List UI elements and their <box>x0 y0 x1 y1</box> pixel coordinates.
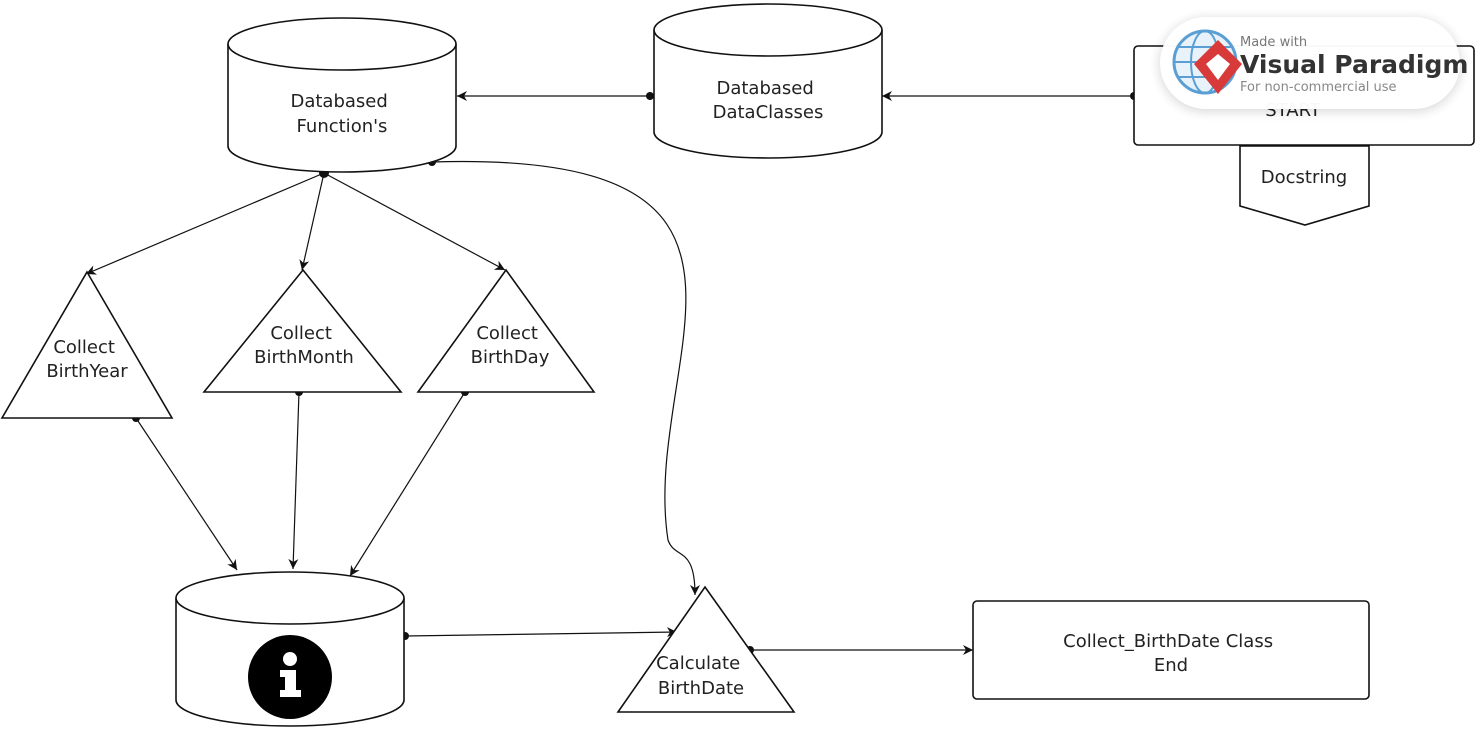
watermark-brand: Visual Paradigm <box>1240 50 1468 79</box>
info-icon <box>248 635 332 719</box>
edge-functions-to-month <box>299 172 325 271</box>
end-label-line2: End <box>1154 655 1188 676</box>
calculate-label-line1: Calculate <box>656 653 740 674</box>
edge-year-to-info <box>135 417 238 571</box>
collect-month-label-line2: BirthMonth <box>254 347 354 368</box>
edge-info-to-calculate <box>404 627 678 638</box>
calculate-birthdate-node[interactable]: Calculate BirthDate <box>616 585 796 713</box>
calculate-label-line2: BirthDate <box>658 678 744 699</box>
end-label-line1: Collect_BirthDate Class <box>1063 631 1273 652</box>
functions-db-label-line2: Function's <box>297 116 388 137</box>
info-database-node[interactable] <box>175 571 405 727</box>
svg-text:Databased Function's: Databased Function's <box>290 91 393 137</box>
docstring-node[interactable]: Docstring <box>1239 145 1370 226</box>
dataclasses-db-label-line2: DataClasses <box>713 102 824 123</box>
end-node[interactable]: Collect_BirthDate Class End <box>972 600 1370 700</box>
edge-functions-to-year <box>85 172 325 275</box>
svg-text:Databased DataClasses: Databased DataClasses <box>713 78 824 123</box>
edge-day-to-info <box>349 391 466 577</box>
docstring-label: Docstring <box>1261 167 1347 188</box>
collect-year-label-line1: Collect <box>53 337 115 358</box>
svg-text:Collect BirthMonth: Collect BirthMonth <box>254 323 354 368</box>
edge-functions-to-day <box>323 172 506 271</box>
functions-database-node[interactable]: Databased Function's <box>227 17 457 173</box>
collect-birthyear-node[interactable]: Collect BirthYear <box>0 270 174 419</box>
collect-day-label-line1: Collect <box>476 323 538 344</box>
edge-functions-to-calculate <box>431 160 700 596</box>
svg-text:Collect_BirthDate Class: Collect_BirthDate Class End <box>1063 631 1279 676</box>
svg-text:Calculate BirthDate: Calculate BirthDate <box>656 653 746 699</box>
dataclasses-database-node[interactable]: Databased DataClasses <box>653 3 883 159</box>
svg-text:Collect BirthDay: Collect BirthDay <box>471 323 550 368</box>
svg-text:Collect BirthYear: Collect BirthYear <box>46 337 128 382</box>
functions-db-label-line1: Databased <box>290 91 387 112</box>
edge-month-to-info <box>288 391 300 570</box>
dataclasses-db-label-line1: Databased <box>716 78 813 99</box>
watermark-note: For non-commercial use <box>1240 80 1397 95</box>
visual-paradigm-watermark: Made with Visual Paradigm For non-commer… <box>1160 17 1468 109</box>
collect-birthmonth-node[interactable]: Collect BirthMonth <box>202 268 403 393</box>
visual-paradigm-logo-icon <box>1172 29 1242 95</box>
collect-year-label-line2: BirthYear <box>46 361 128 382</box>
watermark-made-with: Made with <box>1240 35 1307 50</box>
collect-month-label-line1: Collect <box>270 323 332 344</box>
collect-birthday-node[interactable]: Collect BirthDay <box>416 268 596 393</box>
collect-day-label-line2: BirthDay <box>471 347 550 368</box>
